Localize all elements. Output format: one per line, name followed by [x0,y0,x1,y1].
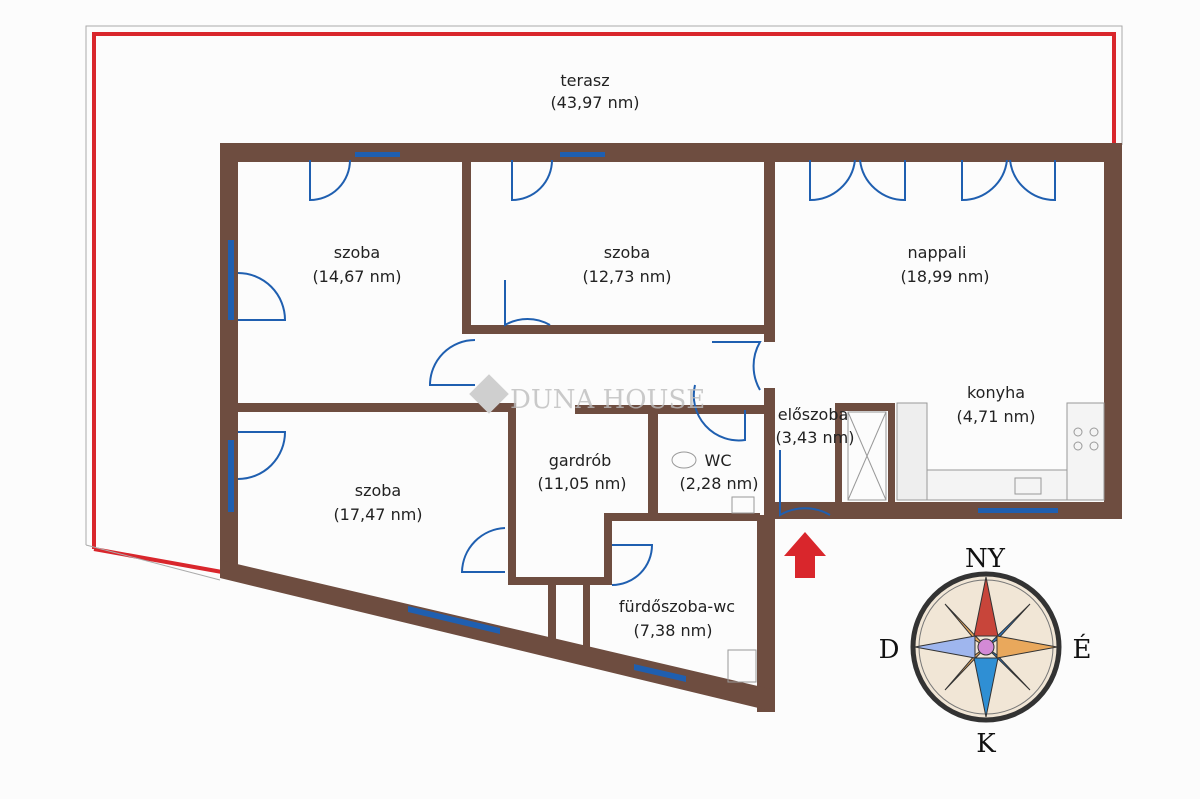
wc-name: WC [705,451,732,470]
room-labels: terasz (43,97 nm) szoba (14,67 nm) szoba… [312,71,1035,640]
windows [228,152,1058,682]
nappali-area: (18,99 nm) [900,267,989,286]
bathtub-icon [727,649,757,683]
terrace-outline [85,25,1123,581]
compass-south-label: K [976,729,996,759]
watermark-text: DUNA HOUSE [510,385,705,415]
toilet-icon [671,451,697,469]
szoba2-area: (12,73 nm) [582,267,671,286]
doors [237,159,1056,586]
eloszoba-name: előszoba [778,405,849,424]
duna-house-watermark: DUNA HOUSE [469,374,705,415]
nappali-name: nappali [908,243,967,262]
szoba3-name: szoba [355,481,401,500]
kitchen-counter [896,402,1105,501]
konyha-name: konyha [967,383,1025,402]
gardrob-area: (11,05 nm) [537,474,626,493]
furdo-name: fürdőszoba-wc [619,597,735,616]
gardrob-name: gardrób [549,451,612,470]
szoba3-area: (17,47 nm) [333,505,422,524]
compass-west-label: D [879,635,900,665]
furdo-area: (7,38 nm) [634,621,713,640]
eloszoba-area: (3,43 nm) [776,428,855,447]
sink-icon [1014,477,1042,495]
konyha-area: (4,71 nm) [957,407,1036,426]
entrance-arrow-icon [784,532,826,578]
terasz-name: terasz [560,71,609,90]
closet [847,411,887,501]
compass-east-label: É [1073,633,1092,665]
szoba1-name: szoba [334,243,380,262]
walls [220,143,1122,712]
terasz-area: (43,97 nm) [550,93,639,112]
szoba1-area: (14,67 nm) [312,267,401,286]
compass-north-label: NY [965,544,1006,574]
sanitary [671,451,757,683]
stove-icon [1073,427,1099,451]
wc-area: (2,28 nm) [680,474,759,493]
basin-icon [731,496,755,514]
szoba2-name: szoba [604,243,650,262]
compass-rose-icon: NY K D É [879,544,1092,759]
